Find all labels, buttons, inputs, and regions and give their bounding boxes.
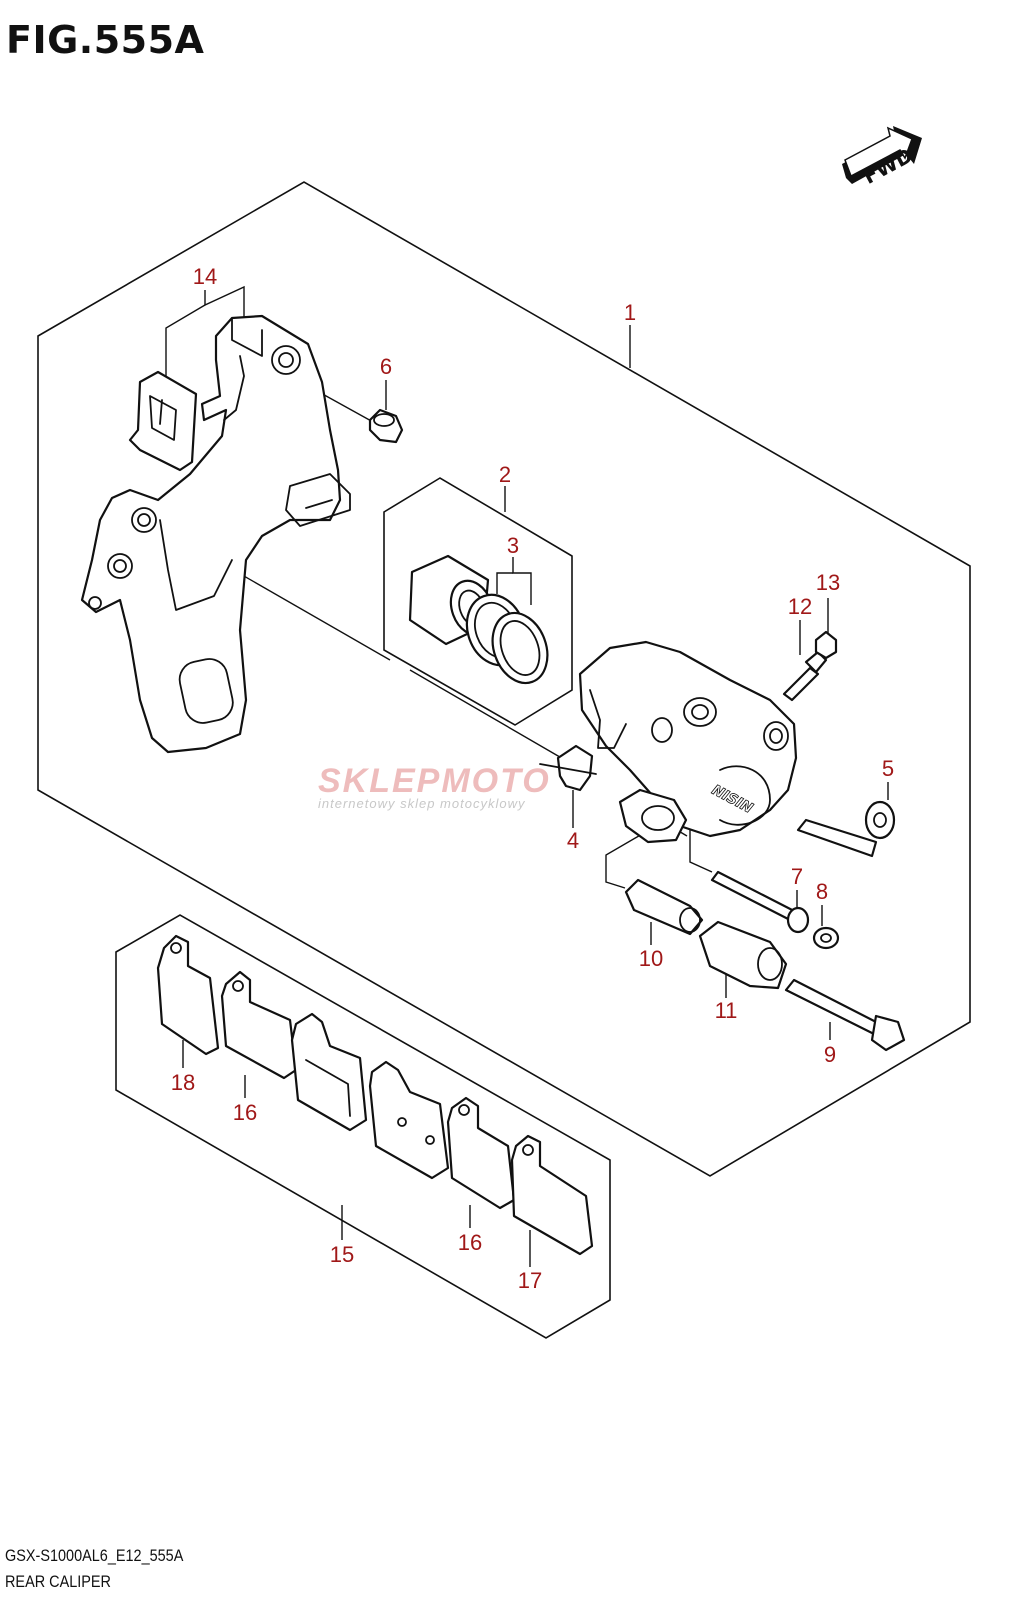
brake-pad-16-upper [220,970,298,1080]
pad-set-frame [115,914,611,1339]
watermark: SKLEPMOTO internetowy sklep motocyklowy [318,762,551,811]
bleeder-screw-12 [782,650,828,702]
fwd-arrow-icon: FWD [842,126,922,189]
pad-spring-4 [539,744,597,792]
callout-3: 3 [507,533,519,558]
callout-11: 11 [715,998,738,1023]
mounting-bolt-7 [710,870,810,934]
callout-17: 17 [518,1268,542,1293]
callout-4: 4 [567,828,579,853]
plug-8 [812,926,840,950]
pad-pin-5 [796,800,896,858]
callout-5: 5 [882,756,894,781]
callout-6: 6 [380,354,392,379]
watermark-tagline: internetowy sklep motocyklowy [318,796,526,811]
model-code: GSX-S1000AL6_E12_555A [5,1546,184,1565]
callout-16-lower: 16 [458,1230,482,1255]
assembly-frame [37,181,971,1177]
callout-16-upper: 16 [233,1100,257,1125]
caliper-piston [618,788,688,844]
bleeder-cap-6 [368,408,404,444]
brake-pad-block-2 [368,1060,450,1180]
callout-15: 15 [330,1242,354,1267]
brake-pad-block-1 [290,1012,368,1132]
piston-and-seals [408,554,549,685]
callout-9: 9 [824,1042,836,1067]
callout-12: 12 [788,594,812,619]
brake-pad-18 [156,934,220,1056]
figure-title: FIG.555A [6,18,205,62]
callout-7: 7 [791,864,803,889]
caliper-bracket [80,314,351,754]
callout-18: 18 [171,1070,195,1095]
callout-8: 8 [816,879,828,904]
callout-10: 10 [639,946,663,971]
piston-set-frame [383,477,573,726]
sleeve-10 [624,878,704,936]
caliper-body: NISIN [578,640,798,838]
callout-labels: 1 2 3 4 5 6 7 8 9 10 11 12 13 14 15 16 1… [171,264,894,1293]
brake-pad-16-lower [446,1096,516,1210]
callout-13: 13 [816,570,840,595]
boot-11 [698,920,788,990]
bolt-9 [784,978,906,1052]
callout-14: 14 [193,264,217,289]
watermark-brand: SKLEPMOTO [318,762,551,800]
brake-pad-17 [510,1134,594,1256]
callout-1: 1 [624,300,636,325]
pad-spring-clip [128,370,198,472]
section-name: REAR CALIPER [5,1572,111,1591]
callout-2: 2 [499,462,511,487]
bleeder-cap-13 [814,630,838,660]
